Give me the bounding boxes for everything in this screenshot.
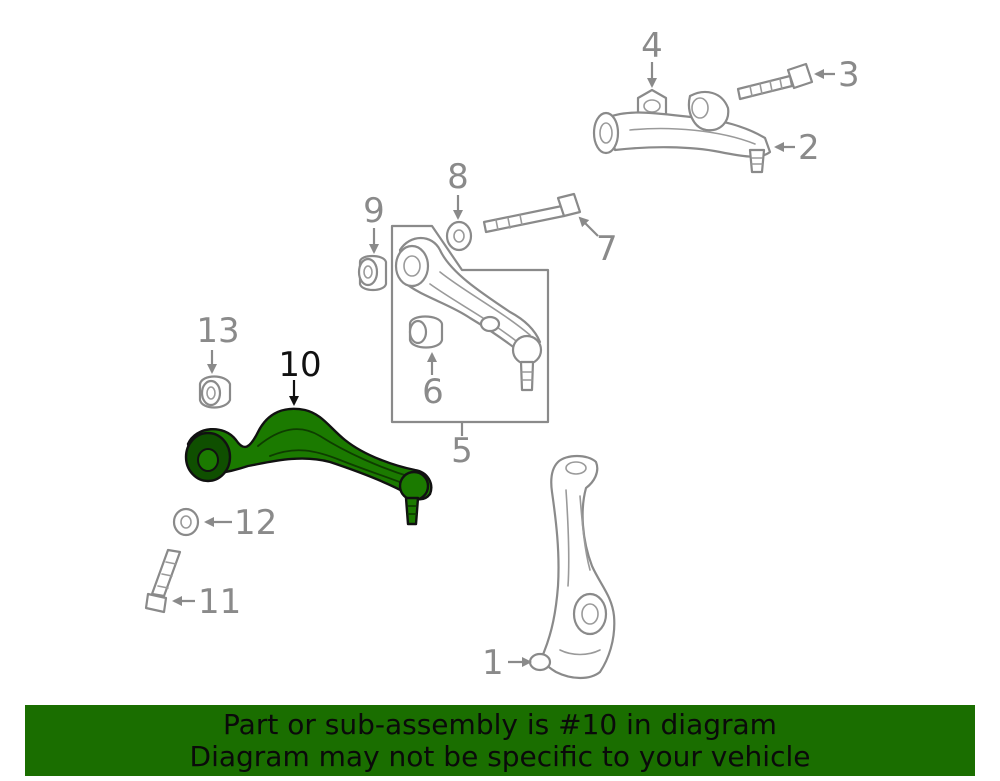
part-9-bushing[interactable] (357, 254, 388, 292)
callout-7: 7 (596, 229, 618, 269)
part-11-bolt[interactable] (144, 548, 182, 614)
callout-1: 1 (482, 643, 504, 683)
part-6-bushing[interactable] (408, 315, 444, 349)
callout-8: 8 (447, 157, 469, 197)
leader-7 (578, 216, 599, 237)
part-10-control-arm-highlighted[interactable] (184, 407, 433, 526)
callout-11: 11 (198, 582, 241, 622)
callout-3: 3 (838, 55, 860, 95)
part-3-bolt[interactable] (736, 62, 814, 101)
info-banner: Part or sub-assembly is #10 in diagram D… (25, 705, 975, 776)
part-2-upper-control-arm[interactable] (592, 90, 772, 174)
banner-line-1: Part or sub-assembly is #10 in diagram (223, 707, 777, 741)
part-8-washer[interactable] (445, 220, 473, 252)
callout-10: 10 (278, 345, 321, 385)
banner-line-2: Diagram may not be specific to your vehi… (189, 739, 811, 773)
part-5-lower-arm-assembly[interactable] (394, 236, 543, 392)
callout-4: 4 (641, 26, 663, 66)
callout-13: 13 (196, 311, 239, 351)
callout-5: 5 (451, 431, 473, 471)
part-12-washer[interactable] (172, 507, 200, 537)
part-1-steering-knuckle[interactable] (528, 454, 616, 680)
callout-12: 12 (234, 503, 277, 543)
part-13-bushing[interactable] (198, 375, 232, 409)
part-7-bolt[interactable] (482, 192, 582, 234)
assembly-5-bracket (390, 224, 550, 424)
callout-9: 9 (363, 191, 385, 231)
callout-2: 2 (798, 128, 820, 168)
callout-6: 6 (422, 372, 444, 412)
